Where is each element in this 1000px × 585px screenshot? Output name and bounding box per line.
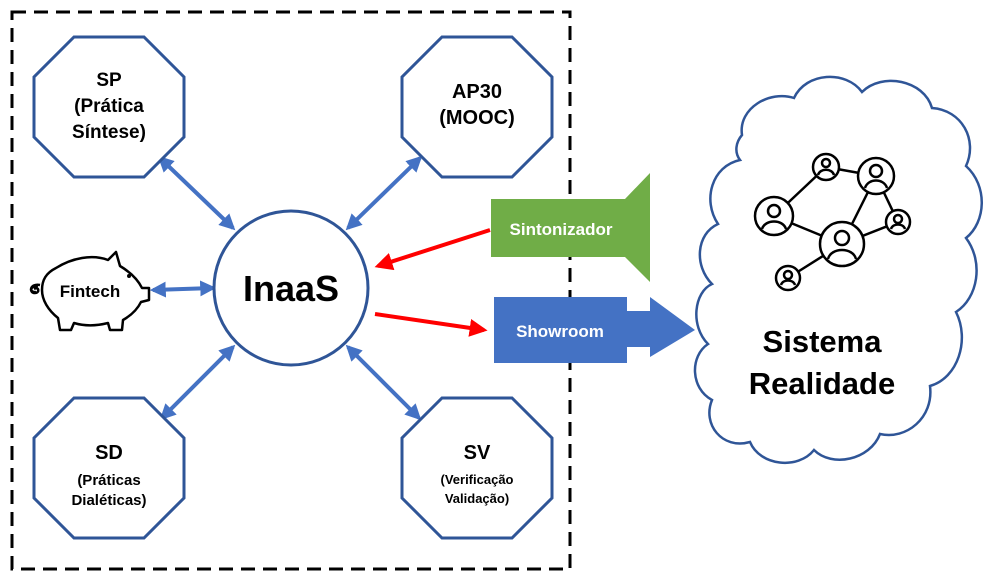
red-arrow-sintonizador-inaas	[374, 228, 491, 271]
node-sv-line2: (Verificação	[441, 472, 514, 487]
node-sd-shape	[32, 396, 186, 540]
node-ap30-title: AP30	[452, 81, 502, 103]
node-sp-title: SP	[96, 70, 122, 91]
dashed-boundary	[10, 10, 572, 571]
sintonizador-callout: Sintonizador	[491, 173, 650, 282]
person-node-1	[811, 152, 841, 182]
node-sd: SD (Práticas Dialéticas)	[32, 396, 186, 540]
links	[149, 155, 423, 421]
person-node-4	[884, 208, 912, 236]
cloud-title-line2: Realidade	[749, 366, 895, 401]
node-sv-shape	[400, 396, 554, 540]
piggy-eye	[127, 274, 131, 278]
person-node-6	[774, 264, 802, 292]
sintonizador-label: Sintonizador	[510, 220, 613, 239]
cloud-sistema-realidade: Sistema Realidade	[693, 75, 983, 464]
showroom-shape	[494, 297, 695, 363]
fintech-label: Fintech	[60, 282, 120, 301]
link-ap30-inaas	[345, 155, 423, 231]
node-sv-line3: Validação)	[445, 491, 509, 506]
node-inaas-label: InaaS	[243, 268, 339, 309]
node-sp-line2: (Prática	[74, 96, 144, 117]
node-sp: SP (Prática Síntese)	[32, 35, 186, 179]
link-sv-inaas	[345, 344, 422, 421]
showroom-label: Showroom	[516, 322, 604, 341]
person-node-5	[818, 220, 866, 268]
node-sd-line3: Dialéticas)	[71, 492, 146, 509]
cloud-title-line1: Sistema	[763, 324, 883, 359]
person-node-2	[856, 156, 896, 196]
fintech-piggy-bank: Fintech	[29, 250, 151, 332]
node-sv-title: SV	[464, 442, 491, 464]
node-ap30-shape	[400, 35, 554, 179]
sintonizador-shape	[491, 173, 650, 282]
node-ap30: AP30 (MOOC)	[400, 35, 554, 179]
node-inaas: InaaS	[212, 209, 370, 367]
piggy-bank-icon	[29, 250, 151, 332]
node-sp-shape	[32, 35, 186, 179]
person-node-3	[753, 195, 795, 237]
red-arrow-inaas-showroom	[374, 312, 488, 337]
node-sp-line3: Síntese)	[72, 122, 146, 143]
node-sd-title: SD	[95, 442, 123, 464]
node-ap30-line2: (MOOC)	[439, 107, 515, 129]
link-sd-inaas	[159, 344, 236, 421]
link-fintech-inaas	[149, 280, 217, 298]
node-sd-line2: (Práticas	[77, 472, 140, 489]
people-network-icon	[753, 152, 912, 292]
node-inaas-shape	[212, 209, 370, 367]
node-sv: SV (Verificação Validação)	[400, 396, 554, 540]
cloud-shape	[693, 75, 983, 464]
link-sp-inaas	[157, 155, 236, 231]
showroom-callout: Showroom	[494, 297, 695, 363]
